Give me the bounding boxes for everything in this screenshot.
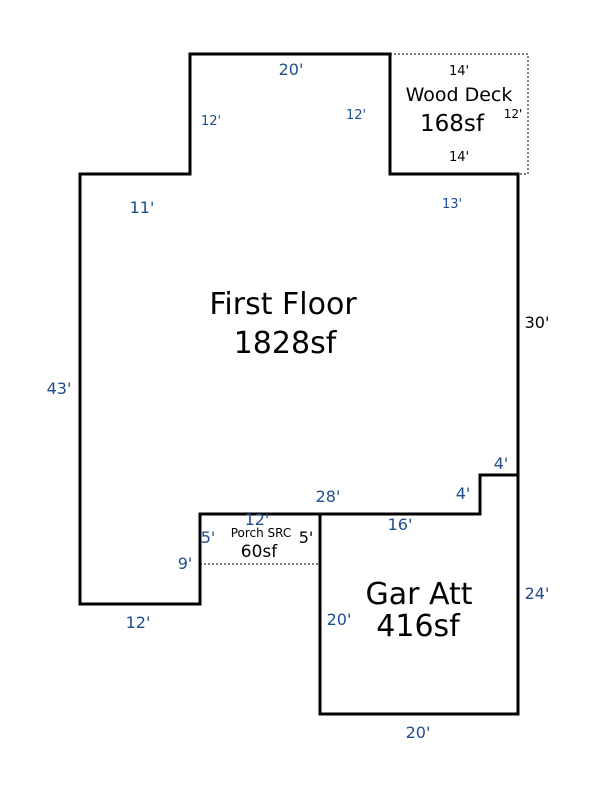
dimension-label: 11'	[130, 198, 155, 217]
garage-label: Gar Att	[365, 577, 472, 612]
first-floor-label: First Floor	[209, 287, 357, 322]
garage-outline	[318, 473, 520, 716]
wood-deck-label: Wood Deck	[406, 84, 513, 106]
dimension-label: 4'	[456, 484, 471, 503]
dimension-label: 12'	[126, 613, 151, 632]
dimension-label: 20'	[327, 610, 352, 629]
dimension-label: 14'	[449, 64, 469, 79]
dimension-label: 30'	[525, 313, 550, 332]
dimension-label: 12'	[201, 114, 221, 129]
dimension-label: 20'	[406, 723, 431, 742]
dimension-label: 12'	[346, 108, 366, 123]
porch-area: 60sf	[241, 542, 278, 562]
dimension-label: 12'	[245, 510, 270, 529]
dimension-label: 16'	[388, 515, 413, 534]
garage-area: 416sf	[376, 609, 461, 644]
dimension-label: 12'	[504, 107, 523, 121]
dimension-label: 43'	[47, 379, 72, 398]
dimension-label: 13'	[442, 197, 462, 212]
wood-deck-outline	[390, 53, 529, 175]
dimension-label: 28'	[316, 487, 341, 506]
dimension-label: 14'	[449, 150, 469, 165]
dimension-label: 20'	[279, 60, 304, 79]
dimension-label: 4'	[494, 454, 509, 473]
dimension-label: 5'	[201, 528, 216, 547]
first-floor-area: 1828sf	[234, 326, 338, 361]
dimension-label: 24'	[525, 584, 550, 603]
porch-label: Porch SRC	[231, 526, 292, 540]
dimension-label: 5'	[299, 528, 314, 547]
dimension-label: 9'	[178, 554, 193, 573]
wood-deck-area: 168sf	[420, 111, 485, 137]
